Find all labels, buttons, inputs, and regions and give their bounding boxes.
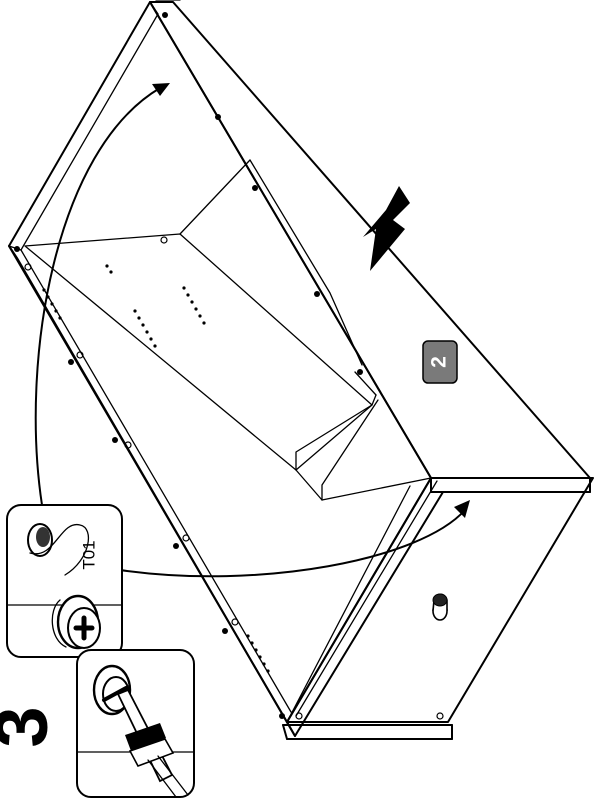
cam-lock-detail: T01 — [7, 505, 122, 657]
push-arrow-icon — [363, 186, 410, 271]
step-number: 3 — [0, 706, 63, 747]
dowel — [433, 594, 447, 620]
part-number-badge: 2 — [423, 341, 457, 383]
screwdriver-detail — [77, 650, 194, 797]
panel-2 — [150, 0, 590, 492]
curved-arrow-icon — [36, 83, 470, 576]
hardware-code-label: T01 — [79, 540, 98, 569]
part-number-label: 2 — [428, 356, 451, 368]
